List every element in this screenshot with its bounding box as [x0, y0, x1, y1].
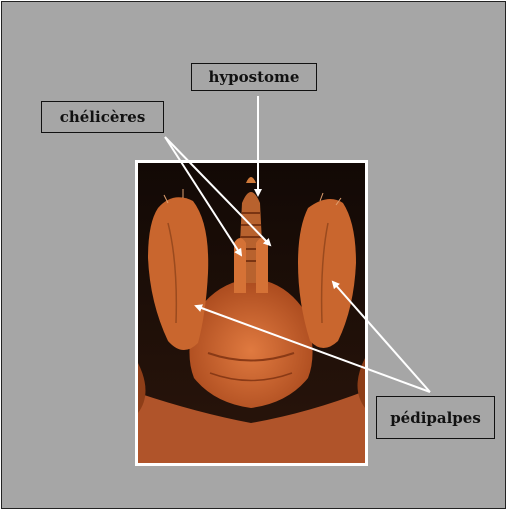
tick-mouthparts-image [135, 160, 368, 466]
cheliceres-label: chélicères [41, 101, 164, 133]
hypostome-label: hypostome [191, 63, 317, 91]
pedipalpes-label: pédipalpes [376, 396, 495, 439]
